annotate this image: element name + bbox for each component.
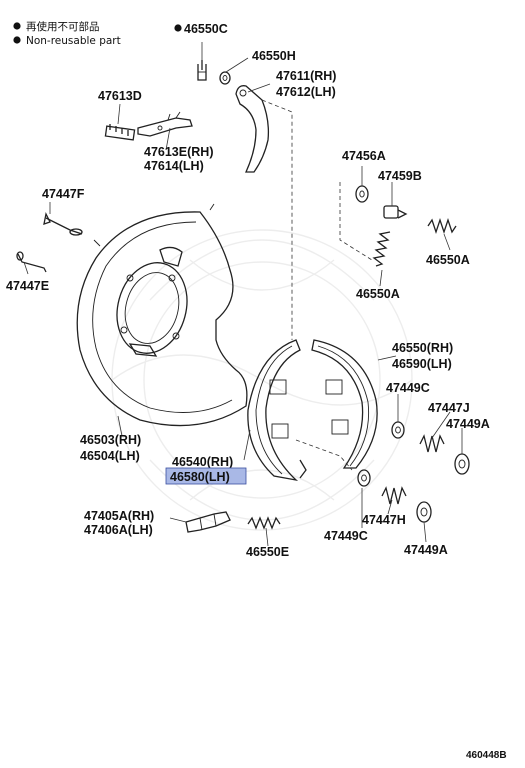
cup-47449a-upper-icon — [454, 453, 470, 475]
cup-47449c-lower-icon — [357, 469, 371, 487]
lever-47611-icon — [235, 85, 293, 340]
label-46504: 46504(LH) — [80, 449, 140, 463]
nut-47459b-icon — [383, 205, 408, 219]
label-47611: 47611(RH) — [276, 69, 336, 83]
pin-47447e-icon — [16, 251, 47, 273]
washer-46550h-icon — [219, 71, 231, 85]
leader-dashed-upper — [339, 182, 373, 261]
spring-46550a-lower-icon — [372, 231, 391, 267]
label-47449a-upper: 47449A — [446, 417, 490, 431]
shoe-46580-icon — [247, 339, 307, 482]
label-47449c-upper: 47449C — [386, 381, 430, 395]
label-46550c: 46550C — [184, 22, 228, 36]
label-46550a-upper: 46550A — [426, 253, 470, 267]
cup-47449c-upper-icon — [391, 421, 405, 439]
label-47406a: 47406A(LH) — [84, 523, 153, 537]
figure-reference: 460448B — [466, 750, 507, 761]
pin-47447f-icon — [43, 212, 83, 236]
cup-47449a-lower-icon — [416, 501, 432, 523]
label-47447h: 47447H — [362, 513, 406, 527]
label-46540: 46540(RH) — [172, 455, 233, 469]
label-46550: 46550(RH) — [392, 341, 453, 355]
legend: 再使用不可部品 Non-reusable part — [13, 20, 121, 47]
non-reusable-marker — [174, 24, 182, 32]
adjuster-47613d-icon — [104, 124, 136, 141]
clip-46550c-icon — [197, 60, 207, 81]
watermark-emblem — [111, 229, 413, 531]
leader-dashed-mid — [295, 439, 353, 471]
label-46550a-lower: 46550A — [356, 287, 400, 301]
label-47613d: 47613D — [98, 89, 142, 103]
label-47449a-lower: 47449A — [404, 543, 448, 557]
label-47405a: 47405A(RH) — [84, 509, 154, 523]
label-47449c-lower: 47449C — [324, 529, 368, 543]
adjuster-47405a-icon — [185, 511, 231, 533]
highlight-46580 — [165, 467, 247, 485]
label-47459b: 47459B — [378, 169, 422, 183]
label-47613e: 47613E(RH) — [144, 145, 213, 159]
label-46580[interactable]: 46580(LH) — [170, 470, 230, 484]
washer-47456a-icon — [355, 185, 369, 203]
label-47447j: 47447J — [428, 401, 470, 415]
backing-plate-46503-icon — [76, 203, 248, 427]
spring-46550e-icon — [247, 516, 281, 530]
label-47447f: 47447F — [42, 187, 85, 201]
spring-47447j-icon — [419, 434, 445, 453]
shoe-46550-icon — [311, 339, 378, 469]
leader-lines — [23, 42, 463, 547]
spring-47447h-icon — [381, 486, 407, 505]
label-46550h: 46550H — [252, 49, 296, 63]
label-47614: 47614(LH) — [144, 159, 204, 173]
label-46503: 46503(RH) — [80, 433, 141, 447]
label-47456a: 47456A — [342, 149, 386, 163]
callout-labels: 46550C 46550H 47611(RH) 47612(LH) 47613D… — [6, 22, 490, 559]
label-46550e: 46550E — [246, 545, 289, 559]
legend-item-jp: 再使用不可部品 — [26, 20, 100, 33]
spring-46550a-upper-icon — [427, 217, 457, 235]
label-46590: 46590(LH) — [392, 357, 452, 371]
label-47612: 47612(LH) — [276, 85, 336, 99]
label-47447e: 47447E — [6, 279, 49, 293]
legend-item-en: Non-reusable part — [26, 35, 121, 47]
strut-47613e-icon — [137, 111, 193, 137]
